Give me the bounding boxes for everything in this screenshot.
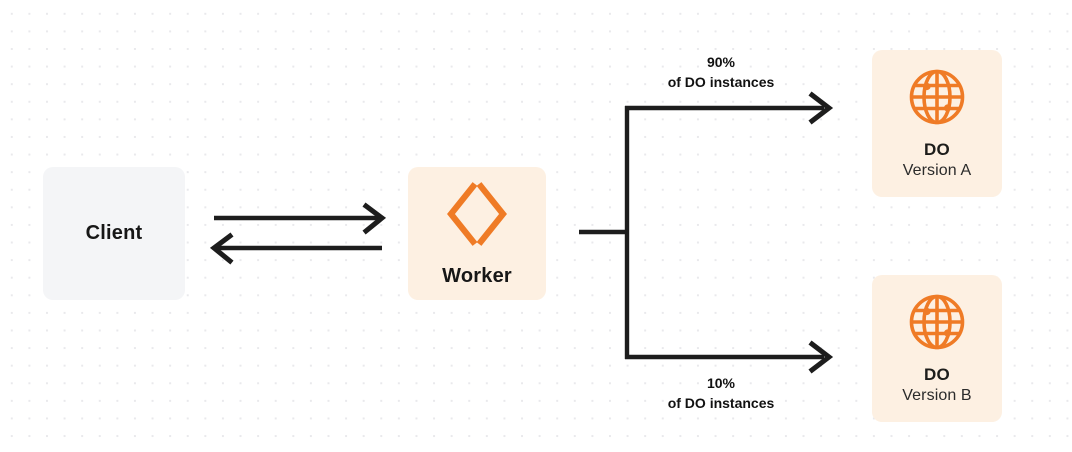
- edge-label-do-a: 90% of DO instances: [628, 52, 814, 93]
- edge-label-do-b-percent: 10%: [706, 375, 736, 391]
- arrow-worker-to-client: [209, 232, 382, 265]
- node-client: Client: [43, 167, 185, 300]
- arrow-worker-to-do-b: [625, 340, 834, 374]
- cloudflare-workers-icon: [445, 179, 509, 249]
- node-worker-label: Worker: [442, 265, 512, 287]
- arrow-worker-to-do-a: [625, 91, 834, 125]
- globe-icon: [908, 68, 966, 126]
- node-do-version-a: DO Version A: [872, 50, 1002, 197]
- edge-label-do-a-description: of DO instances: [667, 74, 775, 91]
- edge-label-do-b: 10% of DO instances: [628, 373, 814, 414]
- node-do-a-sublabel: Version A: [902, 161, 972, 179]
- node-do-b-label: DO: [924, 364, 950, 384]
- edge-label-do-a-percent: 90%: [706, 54, 736, 70]
- node-worker: Worker: [408, 167, 546, 300]
- node-do-version-b: DO Version B: [872, 275, 1002, 422]
- branch-trunk: [579, 106, 630, 359]
- edge-label-do-b-description: of DO instances: [667, 395, 775, 412]
- arrow-client-to-worker: [214, 202, 387, 235]
- node-do-b-sublabel: Version B: [902, 386, 972, 404]
- node-client-label: Client: [85, 222, 143, 244]
- node-do-a-label: DO: [924, 139, 950, 159]
- globe-icon: [908, 293, 966, 351]
